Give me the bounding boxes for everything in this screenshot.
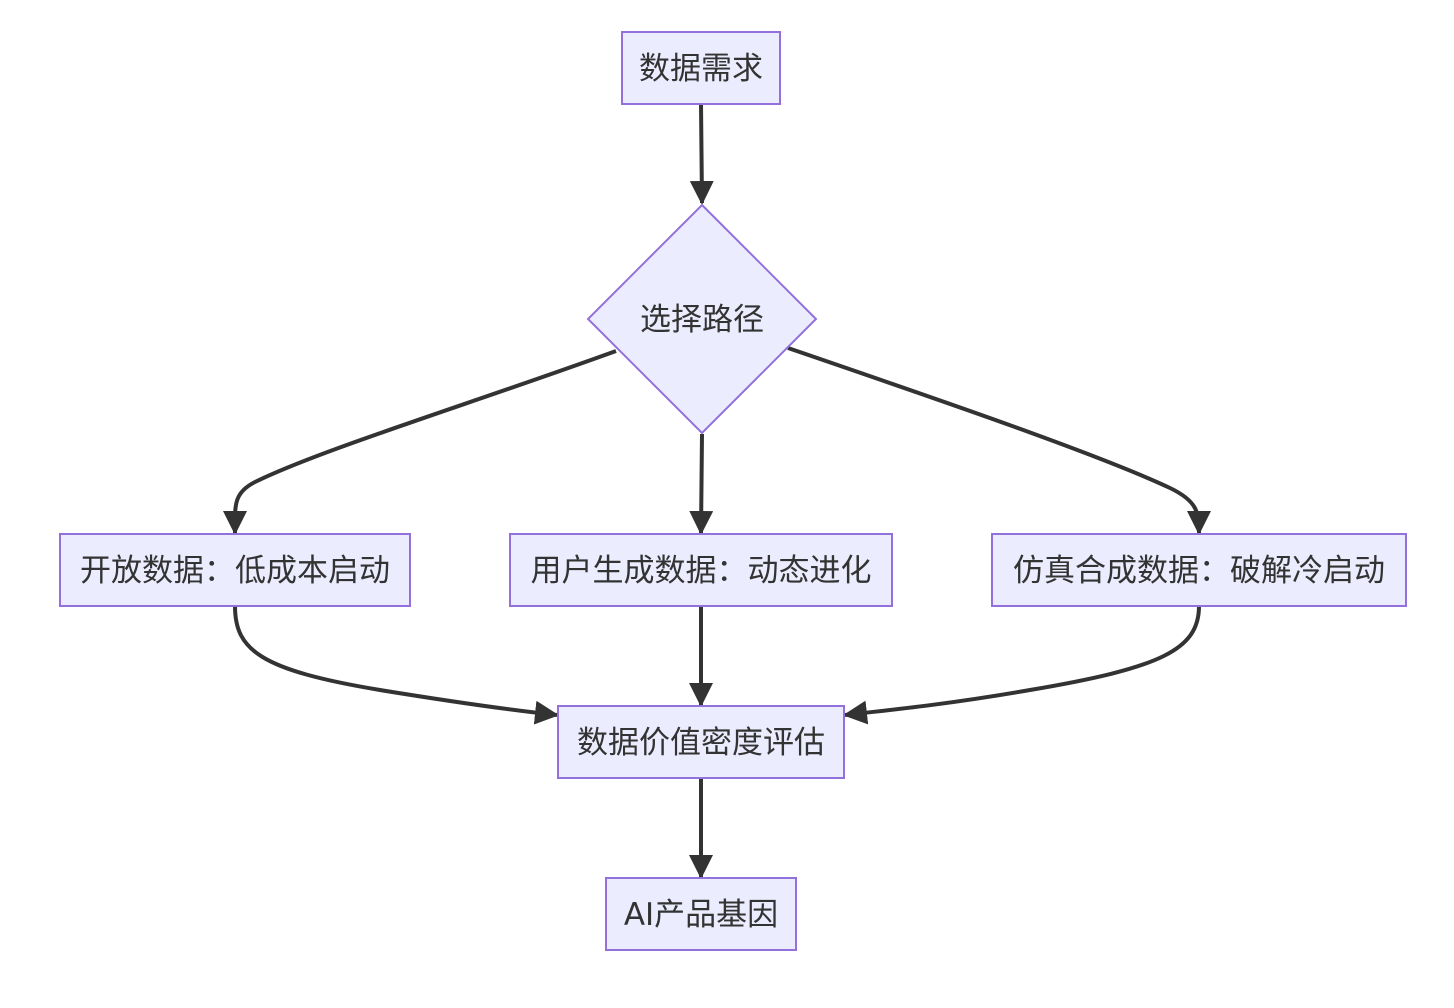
node-decision: 选择路径 (586, 203, 818, 435)
node-open-data-box (59, 533, 411, 607)
node-user-data: 用户生成数据：动态进化 (509, 533, 893, 607)
node-evaluation-box (557, 705, 845, 779)
edges (222, 103, 1211, 879)
node-synthetic-data-label: 仿真合成数据：破解冷启动 (1013, 553, 1385, 589)
node-result-box (605, 877, 797, 951)
edge-synthetic-data-to-evaluation (843, 605, 1201, 725)
node-synthetic-data-box (991, 533, 1407, 607)
node-synthetic-data: 仿真合成数据：破解冷启动 (991, 533, 1407, 607)
node-start: 数据需求 (621, 31, 781, 105)
node-decision-diamond (586, 203, 818, 435)
node-decision-label: 选择路径 (640, 302, 764, 338)
node-start-label: 数据需求 (639, 51, 763, 87)
edge-start-to-decision (689, 103, 714, 205)
node-user-data-label: 用户生成数据：动态进化 (531, 553, 872, 589)
edge-open-data-to-evaluation (233, 605, 559, 725)
node-open-data: 开放数据：低成本启动 (59, 533, 411, 607)
node-start-box (621, 31, 781, 105)
node-result: AI产品基因 (605, 877, 797, 951)
node-evaluation: 数据价值密度评估 (557, 705, 845, 779)
edge-decision-to-user-data (689, 433, 714, 535)
node-open-data-label: 开放数据：低成本启动 (80, 553, 390, 589)
node-evaluation-label: 数据价值密度评估 (577, 725, 825, 761)
edge-decision-to-open-data (222, 349, 617, 535)
node-user-data-box (509, 533, 893, 607)
edge-decision-to-synthetic-data (787, 346, 1211, 535)
node-result-label: AI产品基因 (624, 897, 778, 933)
